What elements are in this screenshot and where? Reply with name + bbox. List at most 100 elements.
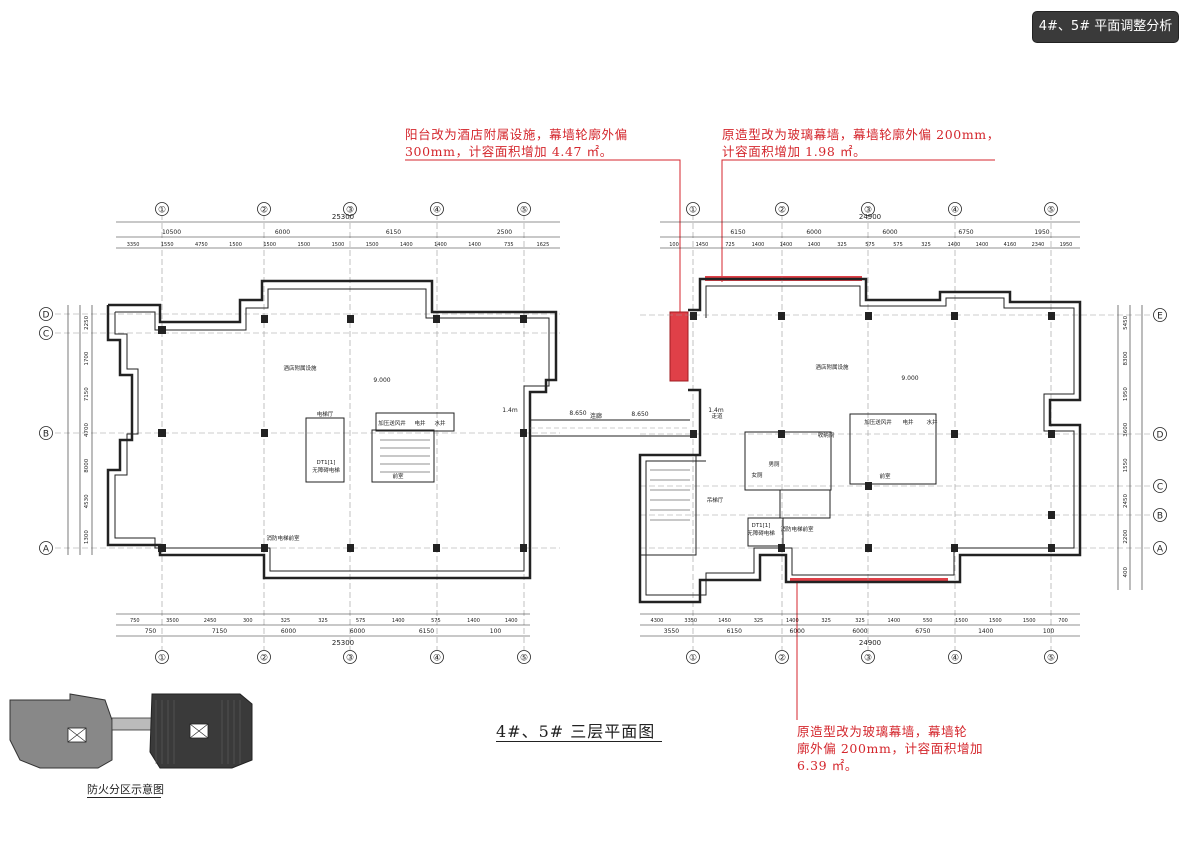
right-axis-bottom-2-bubble (861, 650, 875, 664)
right-dim-top2-13: 2340 (1032, 242, 1045, 248)
left-label-0: 酒店附属设施 (283, 364, 317, 372)
left-axis-bottom-1: ② (260, 654, 268, 664)
left-label-5: DT1[1] (317, 460, 336, 466)
left-dim-top2-0: 3350 (127, 242, 140, 248)
right-total-top: 24900 (859, 213, 881, 221)
left-row-D-bubble (39, 307, 53, 321)
left-axis-bottom-0: ① (158, 654, 166, 664)
right-dim-top2-3: 1400 (752, 242, 765, 248)
left-dim-top2-10: 1400 (468, 242, 481, 248)
right-row-C-bubble (1153, 479, 1167, 493)
left-axis-top-2-bubble (343, 202, 357, 216)
left-dim-bottom2-5: 325 (318, 618, 328, 624)
plan-text-layer: ①①②②③③④④⑤⑤①①②②③③④④⑤⑤DCBAEDCBA25300253002… (39, 202, 1167, 664)
right-label-8: 加压送风井 (864, 418, 892, 426)
right-axis-bottom-2: ③ (864, 654, 872, 664)
right-label-2: 吊梯厅 (707, 496, 724, 504)
right-dim-bottom-4: 6750 (915, 628, 930, 635)
left-dim-top-0: 10500 (162, 229, 181, 236)
right-row-D: D (1157, 431, 1164, 441)
right-dim-top2-4: 1400 (780, 242, 793, 248)
left-label-4: 水井 (434, 419, 446, 427)
left-label-2: 加压送风井 (378, 419, 406, 427)
left-dim-bottom-5: 100 (490, 628, 502, 635)
left-row-C: C (43, 330, 49, 340)
left-axis-bottom-2: ③ (346, 654, 354, 664)
right-label-3: 女厕 (751, 471, 763, 479)
right-dim-bottom2-6: 325 (855, 618, 865, 624)
right-axis-bottom-1: ② (778, 654, 786, 664)
right-axis-top-3: ④ (951, 206, 959, 216)
left-dim-side-0: 2250 (84, 315, 90, 329)
left-dim-bottom2-8: 575 (431, 618, 441, 624)
fire-zone-underline (87, 797, 161, 798)
right-axis-top-2: ③ (864, 206, 872, 216)
right-dim-bottom-0: 3550 (664, 628, 679, 635)
left-dim-side-1: 1700 (84, 351, 90, 365)
right-dim-side-1: 8300 (1123, 351, 1129, 365)
left-axis-top-1-bubble (257, 202, 271, 216)
right-dim-top2-8: 575 (893, 242, 903, 248)
right-dim-bottom2-9: 1500 (955, 618, 968, 624)
right-dim-bottom-2: 6000 (790, 628, 805, 635)
right-axis-bottom-3: ④ (951, 654, 959, 664)
right-label-9: 前室 (879, 472, 891, 480)
right-dim-bottom2-0: 4300 (651, 618, 664, 624)
left-axis-top-4: ⑤ (520, 206, 528, 216)
corridor (530, 419, 690, 437)
left-axis-bottom-3: ④ (433, 654, 441, 664)
right-label-1: 走道 (711, 412, 723, 420)
left-axis-bottom-3-bubble (430, 650, 444, 664)
left-corridor-level: 8.650 (569, 410, 586, 417)
callout-leaders (405, 159, 995, 720)
right-dim-bottom-5: 1400 (978, 628, 993, 635)
right-axis-top-3-bubble (948, 202, 962, 216)
highlight-balcony (669, 311, 689, 382)
connector-level: 8.650 (631, 411, 648, 418)
right-dim-top2-14: 1950 (1060, 242, 1073, 248)
right-dim-top2-5: 1400 (808, 242, 821, 248)
right-row-D-bubble (1153, 427, 1167, 441)
left-row-A: A (43, 545, 50, 555)
left-axis-top-2: ③ (346, 206, 354, 216)
right-row-B: B (1157, 512, 1163, 522)
left-label-7: 前室 (392, 472, 404, 480)
right-dim-side-3: 3600 (1123, 422, 1129, 436)
left-axis-bottom-4: ⑤ (520, 654, 528, 664)
left-total-top: 25300 (332, 213, 354, 221)
right-dim-top2-7: 575 (865, 242, 875, 248)
left-dim-bottom2-1: 3500 (166, 618, 179, 624)
right-dim-top2-9: 325 (921, 242, 931, 248)
right-dim-bottom2-7: 1400 (887, 618, 900, 624)
right-label-5: DT1[1] (752, 523, 771, 529)
note-curtain-wall-top: 原造型改为玻璃幕墙，幕墙轮廓外偏 200mm，计容面积增加 1.98 ㎡。 (722, 127, 1000, 159)
right-axis-bottom-4-bubble (1044, 650, 1058, 664)
right-row-A: A (1157, 545, 1164, 555)
left-dim-top2-4: 1500 (263, 242, 276, 248)
left-dim-bottom2-2: 2450 (204, 618, 217, 624)
left-dim-bottom-3: 6000 (350, 628, 365, 635)
right-dim-side-6: 2200 (1123, 529, 1129, 543)
right-dim-side-5: 2450 (1123, 493, 1129, 507)
right-axis-bottom-0-bubble (686, 650, 700, 664)
right-dim-side-0: 5450 (1123, 315, 1129, 329)
right-row-B-bubble (1153, 508, 1167, 522)
right-dim-side-4: 1550 (1123, 458, 1129, 472)
left-dim-top2-6: 1500 (332, 242, 345, 248)
right-dim-bottom2-1: 3350 (684, 618, 697, 624)
right-label-4: 男厕 (768, 461, 780, 468)
left-axis-top-1: ② (260, 206, 268, 216)
left-dim-lines (67, 221, 560, 637)
left-dim-top2-1: 1550 (161, 242, 174, 248)
left-dim-top2-9: 1400 (434, 242, 447, 248)
right-label-11: 水井 (926, 418, 938, 426)
right-axis-top-4-bubble (1044, 202, 1058, 216)
right-dim-bottom2-2: 1450 (718, 618, 731, 624)
left-plan (55, 214, 560, 650)
left-dim-bottom2-0: 750 (130, 618, 140, 624)
right-total-bottom: 24900 (859, 639, 881, 647)
right-dim-top2-0: 100 (669, 242, 679, 248)
left-row-C-bubble (39, 326, 53, 340)
left-dim-bottom-1: 7150 (212, 628, 227, 635)
